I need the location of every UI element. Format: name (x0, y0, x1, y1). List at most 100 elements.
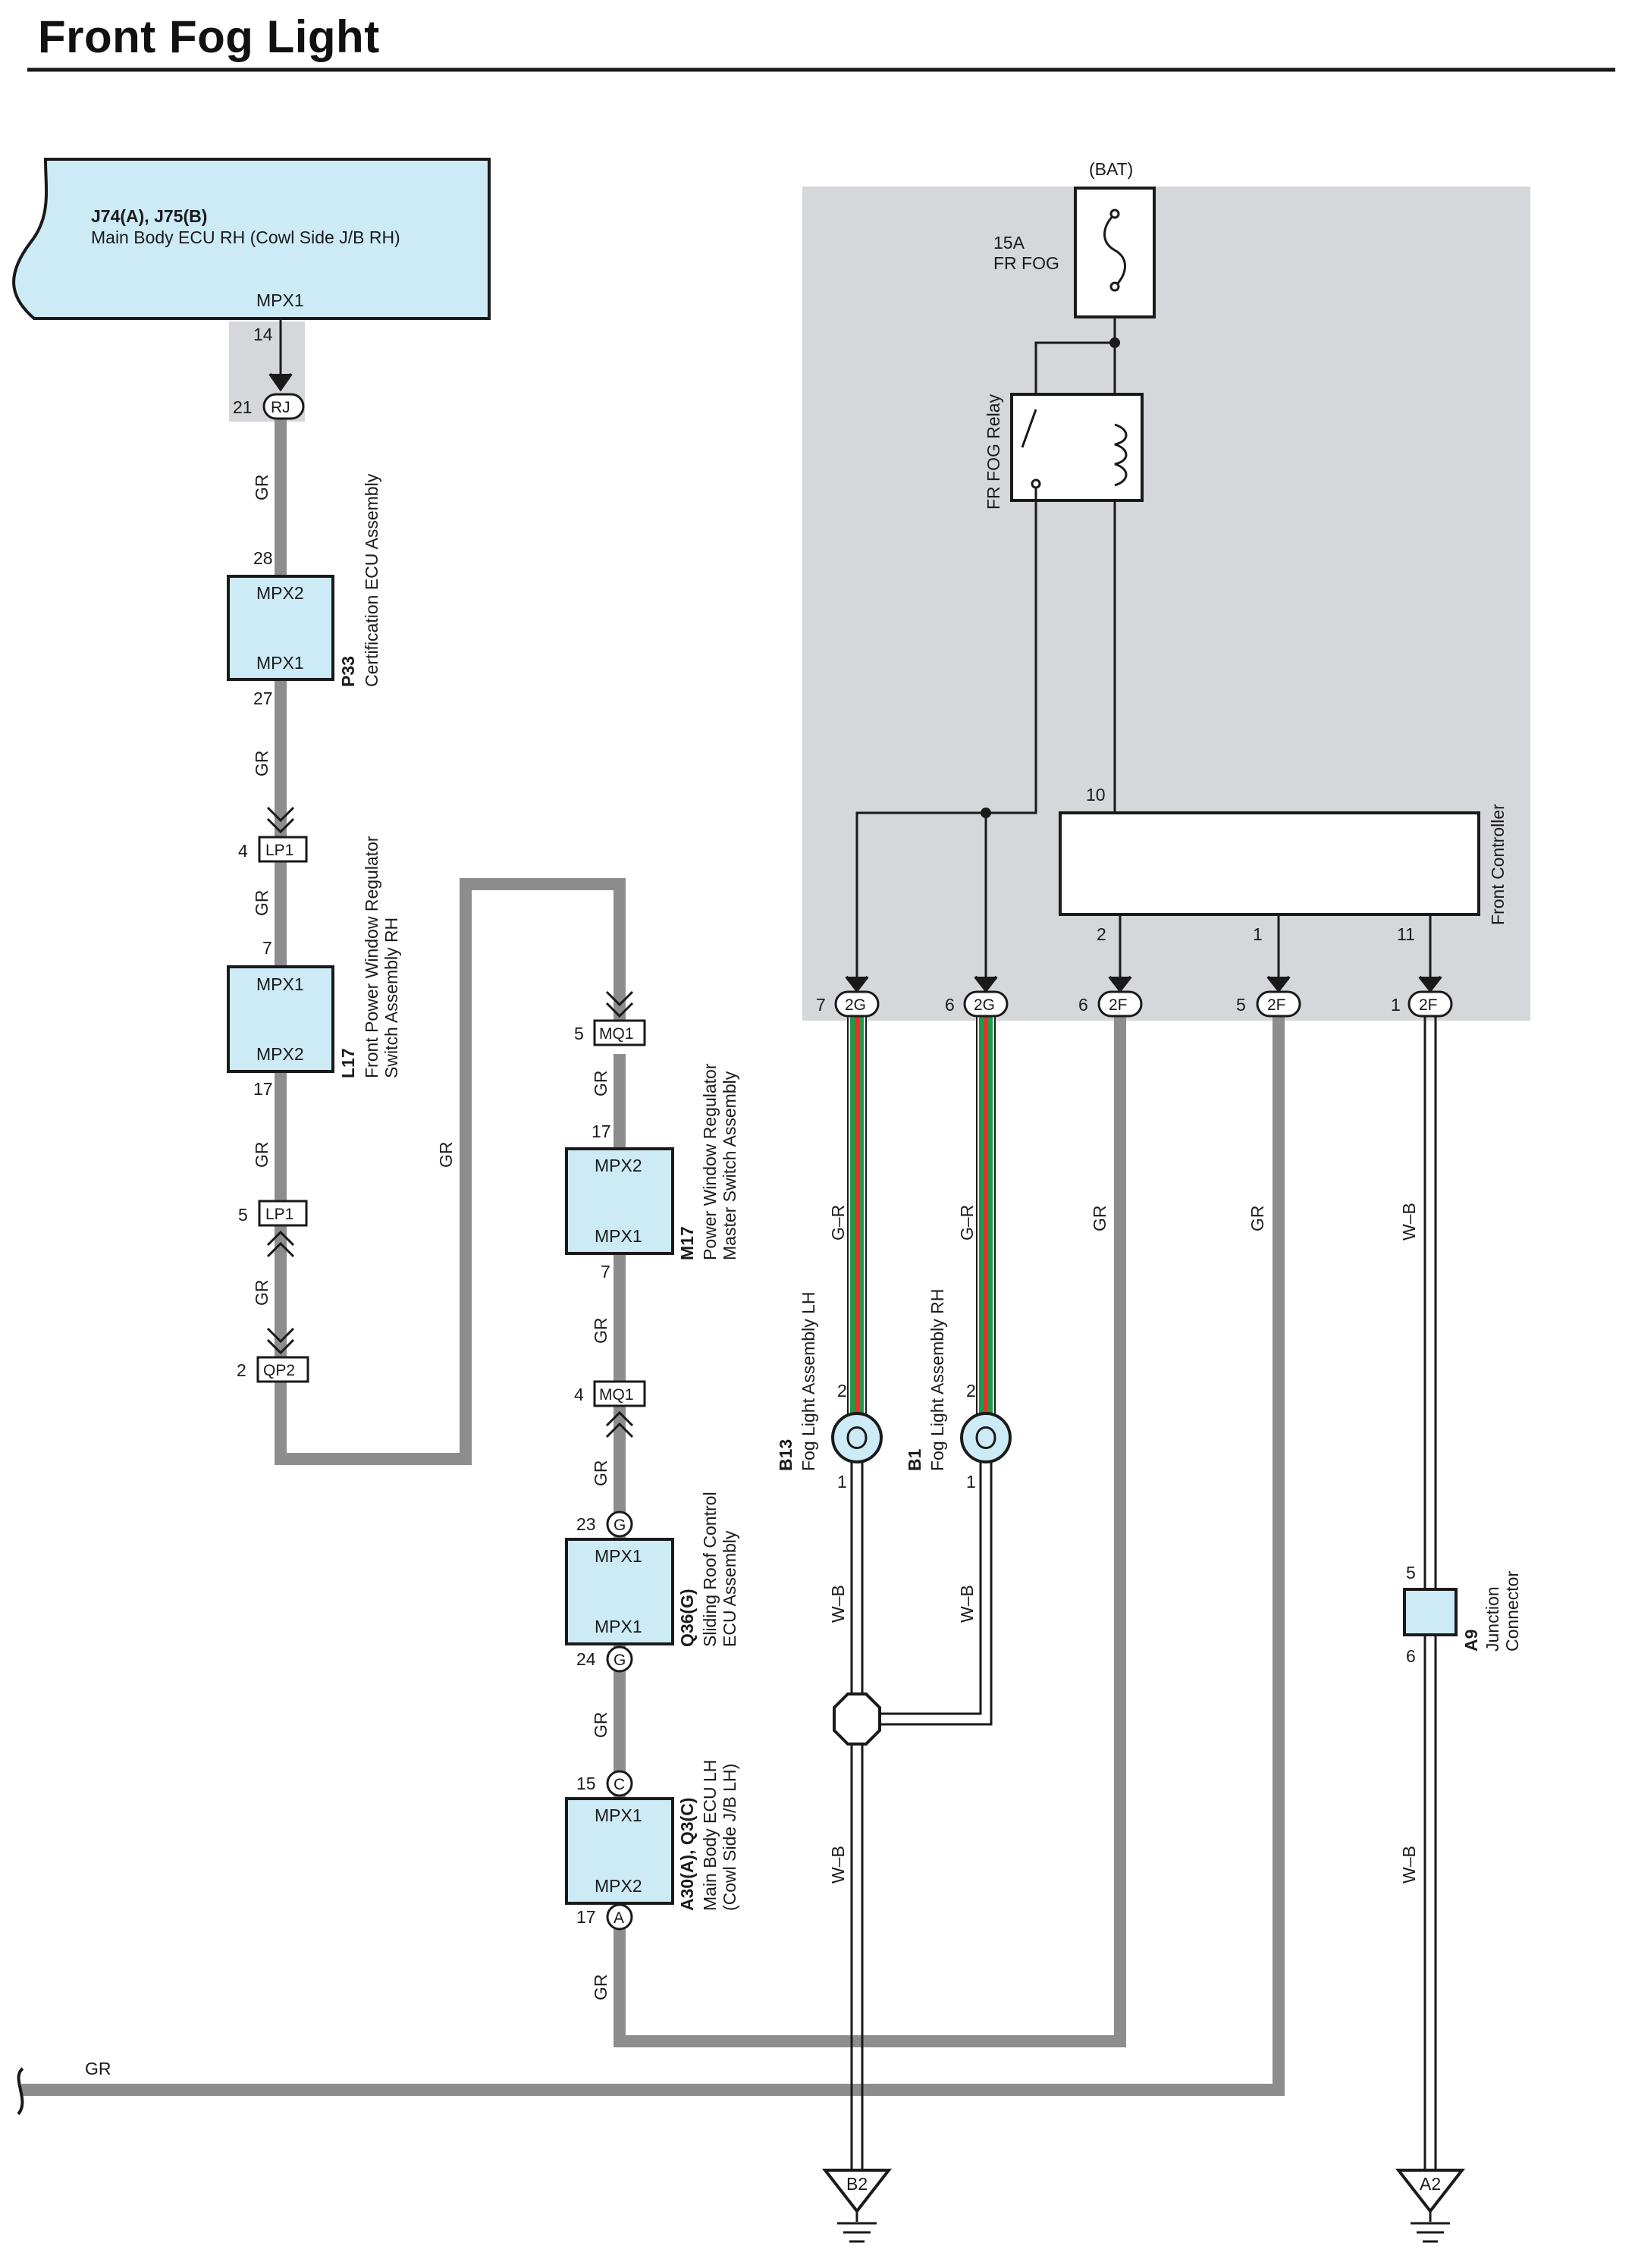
arrow-icon-2f-b (1266, 975, 1291, 993)
fuse-source: (BAT) (1089, 159, 1133, 179)
connector-2g-a (834, 990, 880, 1018)
junction-pin-top: 5 (1406, 1563, 1416, 1583)
fog-lh-pin-bottom: 1 (837, 1472, 847, 1492)
connector-2f-c-pin: 1 (1391, 995, 1401, 1015)
front-controller-pin-out-3: 11 (1397, 924, 1415, 944)
cert-ecu-pin-bottom: 27 (253, 689, 273, 708)
pw-master-name-2: Master Switch Assembly (720, 1071, 739, 1260)
sliding-roof-box (565, 1538, 674, 1645)
connector-2f-c-label: 2F (1419, 996, 1438, 1014)
main-body-ecu-lh-pin-bottom: 17 (576, 1907, 596, 1927)
connector-2g-b (963, 990, 1009, 1018)
main-body-ecu-lh-name-1: Main Body ECU LH (700, 1760, 720, 1911)
fuse-box (1074, 187, 1156, 318)
connector-mq1-top-pin: 5 (574, 1024, 584, 1043)
wire-label-gr-9: GR (591, 1460, 610, 1487)
connector-lp1-top (258, 836, 308, 863)
wire-gr-colored-rh (976, 1015, 996, 1423)
wire-label-wb-4: W–B (828, 1846, 848, 1884)
connector-2f-a-label: 2F (1109, 996, 1128, 1014)
sliding-roof-pin-top: 23 (576, 1514, 596, 1534)
ground-b2-label: B2 (846, 2174, 868, 2194)
lp1-arrow-icon-a (266, 806, 295, 823)
main-body-ecu-rh-terminal: MPX1 (256, 290, 304, 310)
main-body-ecu-rh-code: J74(A), J75(B) (91, 206, 207, 226)
splice-point-icon (833, 1692, 881, 1746)
connector-2f-c (1407, 990, 1453, 1018)
relay-contact-icon (1031, 478, 1041, 489)
connector-mq1-top (593, 1019, 646, 1046)
pw-master-top-label: MPX2 (595, 1156, 642, 1175)
fuse-node-top (1109, 209, 1120, 219)
wire-label-gr-4: GR (252, 1142, 271, 1169)
pw-master-pin-bottom: 7 (601, 1262, 610, 1281)
fog-light-lh-filament-icon (846, 1426, 868, 1449)
wire-wb-rh (880, 1454, 993, 1726)
arrow-icon-2g-a (845, 975, 869, 993)
wire-label-gr-7: GR (591, 1071, 610, 1097)
front-controller-pin-out-2: 1 (1253, 924, 1263, 944)
pw-switch-rh-top-label: MPX1 (256, 974, 304, 994)
sliding-roof-name-1: Sliding Roof Control (700, 1492, 720, 1647)
qp2-arrow-icon-b (266, 1338, 295, 1355)
ground-a2-icon (1395, 2169, 1466, 2243)
arrow-icon-2g-b (974, 975, 998, 993)
connector-rj-pin: 21 (233, 397, 253, 417)
wire-label-gr-8: GR (591, 1318, 610, 1344)
connector-a-label: A (614, 1909, 624, 1927)
pw-master-code: M17 (677, 1226, 697, 1260)
junction-name-1: Junction (1483, 1586, 1502, 1652)
connector-2f-b-label: 2F (1267, 996, 1286, 1014)
fuse-icon (1103, 212, 1126, 288)
pw-switch-rh-box (227, 965, 334, 1073)
connector-2g-a-pin: 7 (816, 995, 826, 1015)
front-controller-pin-out-1: 2 (1097, 924, 1106, 944)
wire-label-gr-3: GR (252, 890, 271, 917)
main-body-ecu-lh-name-2: (Cowl Side J/B LH) (720, 1764, 739, 1911)
wire-label-gr-13: GR (1090, 1206, 1109, 1232)
front-controller-box (1059, 811, 1480, 916)
main-body-ecu-rh-box (12, 158, 491, 320)
pw-switch-rh-name-1: Front Power Window Regulator (362, 836, 381, 1078)
connector-mq1-bottom-label: MQ1 (599, 1386, 634, 1404)
fuse-rating: 15A (993, 233, 1025, 253)
connector-g-bottom-label: G (614, 1652, 626, 1669)
node-to-relay-switch-line (1034, 341, 1115, 394)
relay-name: FR FOG Relay (984, 394, 1003, 510)
front-controller-pin-in: 10 (1086, 785, 1106, 805)
fuse-name: FR FOG (993, 253, 1059, 273)
sliding-roof-name-2: ECU Assembly (720, 1530, 739, 1647)
fog-light-rh-filament-icon (975, 1426, 996, 1449)
connector-g-top-label: G (614, 1517, 626, 1534)
sliding-roof-bottom-label: MPX1 (595, 1617, 642, 1636)
relay-switch-icon (1021, 409, 1037, 448)
sliding-roof-pin-bottom: 24 (576, 1649, 596, 1669)
fog-lh-pin-top: 2 (837, 1381, 847, 1401)
wire-gr-bottom (21, 1016, 1285, 2096)
connector-lp1-bottom-label: LP1 (265, 1206, 293, 1223)
connector-2f-b (1256, 990, 1301, 1018)
mq1-arrow-icon-a (605, 990, 634, 1007)
main-body-ecu-lh-box (565, 1797, 674, 1905)
cert-ecu-name: Certification ECU Assembly (362, 473, 381, 687)
connector-lp1-top-pin: 4 (238, 841, 248, 861)
connector-2g-a-label: 2G (845, 996, 866, 1014)
junction-connector-box (1403, 1588, 1458, 1636)
fog-light-lh-bulb (831, 1412, 883, 1463)
wire-label-gr-11: GR (591, 1975, 610, 2001)
junction-dot-relay-out (981, 808, 991, 818)
arrow-icon-2f-a (1108, 975, 1132, 993)
arrow-icon-2f-c (1418, 975, 1442, 993)
main-body-ecu-lh-bottom-label: MPX2 (595, 1876, 642, 1896)
main-body-ecu-rh-name: Main Body ECU RH (Cowl Side J/B RH) (91, 227, 400, 247)
wire-label-gr-2: GR (252, 751, 271, 777)
connector-qp2-pin: 2 (237, 1360, 246, 1380)
sliding-roof-code: Q36(G) (677, 1589, 697, 1647)
connector-a (606, 1903, 633, 1931)
wire-label-gr-10: GR (591, 1712, 610, 1739)
connector-lp1-bottom (258, 1200, 308, 1227)
wire-label-wb-2: W–B (828, 1585, 848, 1623)
pw-master-pin-top: 17 (592, 1121, 611, 1141)
connector-lp1-top-label: LP1 (265, 842, 293, 859)
